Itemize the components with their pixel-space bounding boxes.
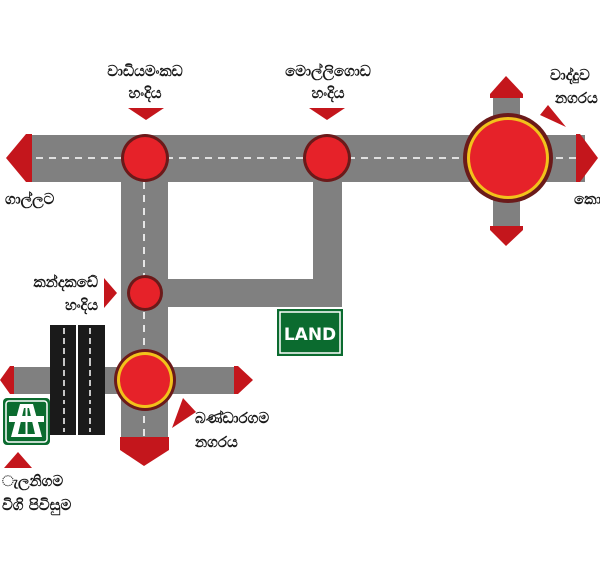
label-wadiyamankada-line1: වාඩියමංකඩ xyxy=(107,62,183,80)
label-wadduwa-line2: නගරය xyxy=(554,89,598,107)
label-kandakade-line1: කන්දකඩේ xyxy=(33,273,98,292)
junction-kandakade[interactable] xyxy=(127,275,163,311)
expressway-overpass xyxy=(50,360,105,400)
pointer-mollegoda xyxy=(309,108,345,120)
label-galle: ගාල්ලට xyxy=(5,190,55,209)
land-sign-text: LAND xyxy=(284,325,336,345)
place-labels: වාඩියමංකඩ හංදිය මොල්ලිගොඩ හංදිය වාද්දුව … xyxy=(2,62,600,516)
label-bandaragama-line1: බණ්ඩාරගම xyxy=(195,409,269,427)
label-colombo: කො xyxy=(574,190,600,208)
arrow-east-colombo xyxy=(576,134,598,182)
arrow-south-bandaragama xyxy=(120,437,169,466)
pointer-bandaragama xyxy=(172,398,196,428)
arrow-west-kelanigama xyxy=(0,366,14,394)
land-sign: LAND xyxy=(277,309,343,356)
junctions xyxy=(114,113,553,411)
label-kelanigama-line2: විගි පිවිසුම xyxy=(2,496,71,516)
label-mollegoda-line2: හංදිය xyxy=(311,84,344,103)
junction-mollegoda[interactable] xyxy=(303,134,351,182)
label-wadiyamankada-line2: හංදිය xyxy=(128,84,161,103)
arrow-south-wadduwa xyxy=(490,226,523,246)
label-kandakade-line2: හංදිය xyxy=(65,296,98,315)
label-wadduwa-line1: වාද්දුව xyxy=(550,66,590,85)
label-bandaragama-line2: නගරය xyxy=(194,433,238,451)
junction-wadiyamankada[interactable] xyxy=(121,134,169,182)
pointer-kelanigama xyxy=(4,452,32,468)
expressway-icon xyxy=(3,398,50,445)
arrow-west-galle xyxy=(6,134,32,182)
junction-bandaragama[interactable] xyxy=(114,349,176,411)
direction-arrows xyxy=(0,76,598,468)
land-connector-road xyxy=(168,279,342,307)
label-kelanigama-line1: ැලනිගම xyxy=(2,472,63,491)
arrow-north-wadduwa xyxy=(490,76,523,98)
pointer-kandakade xyxy=(104,278,117,308)
pointer-wadduwa xyxy=(540,105,566,127)
label-mollegoda-line1: මොල්ලිගොඩ xyxy=(285,62,371,81)
junction-wadduwa-roundabout[interactable] xyxy=(463,113,553,203)
pointer-wadiyamankada xyxy=(128,108,164,120)
arrow-east-lower xyxy=(234,366,253,394)
